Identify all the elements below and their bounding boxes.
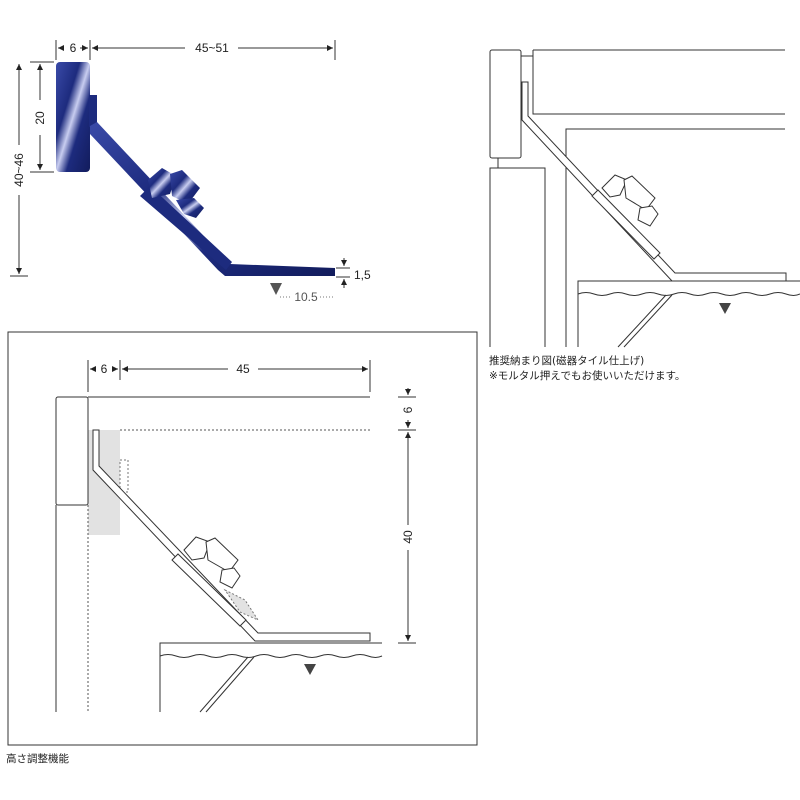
washer-plate <box>140 186 232 270</box>
dim-level-offset: 10.5 <box>294 290 318 304</box>
frame <box>7 331 478 746</box>
plate-tab <box>89 95 97 127</box>
level-marker-icon <box>304 664 316 675</box>
caption-line-1: 推奨納まり図(磁器タイル仕上げ) <box>489 355 645 367</box>
dim-depth-range: 45~51 <box>195 41 229 55</box>
recommended-caption: 推奨納まり図(磁器タイル仕上げ) ※モルタル押えでもお使いいただけます。 <box>489 354 685 384</box>
mounting-plate <box>56 62 90 172</box>
dim-depth: 45 <box>236 362 250 376</box>
height-adjust-caption: 高さ調整機能 <box>6 753 69 765</box>
bracket-outline <box>92 429 371 642</box>
bracket-outline <box>521 81 787 282</box>
level-marker-icon <box>270 283 282 295</box>
dim-height: 40 <box>401 530 415 544</box>
level-marker-icon <box>719 303 731 314</box>
nut-icon <box>601 174 659 227</box>
dim-total-height-range: 40~46 <box>12 153 26 187</box>
dim-plate-width: 6 <box>70 41 77 55</box>
dim-top-offset: 6 <box>401 406 415 413</box>
dim-thickness: 1,5 <box>354 268 371 282</box>
tile <box>489 49 522 159</box>
tile <box>55 396 89 506</box>
recommended-view <box>489 49 800 348</box>
nut-icon <box>148 168 204 218</box>
dim-plate-height: 20 <box>33 111 47 125</box>
caption-line-2: ※モルタル押えでもお使いいただけます。 <box>489 370 686 382</box>
product-view: 6 45~51 20 40~46 1,5 10.5 <box>10 40 371 304</box>
dim-plate-width: 6 <box>101 362 108 376</box>
nut-icon <box>183 536 241 589</box>
height-adjust-view: 6 45 6 40 <box>7 331 478 746</box>
